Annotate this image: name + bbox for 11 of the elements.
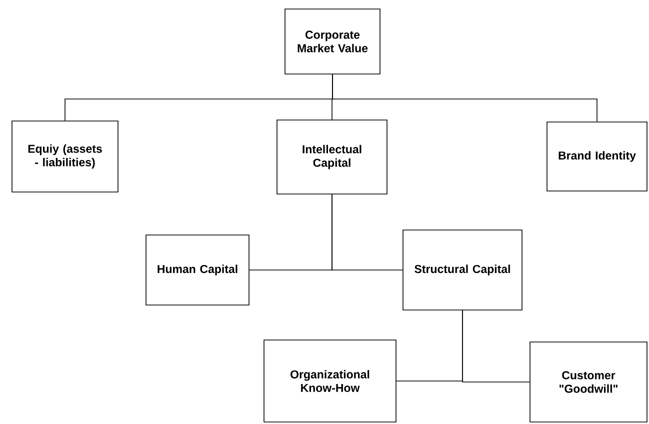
- text-box: Corporate Market Value: [284, 8, 380, 74]
- text-box: Human Capital: [146, 234, 250, 306]
- text-box: Equiy (assets - liabilities): [12, 120, 118, 192]
- text-box: Structural Capital: [402, 230, 522, 310]
- connector-line: [462, 310, 530, 382]
- text-box: Intellectual Capital: [276, 120, 388, 194]
- connector-line: [332, 74, 598, 122]
- text-box: Customer "Goodwill": [530, 342, 648, 422]
- text-box: Organizational Know-How: [264, 340, 396, 422]
- connector-line: [332, 194, 403, 270]
- text-box: Brand Identity: [546, 122, 648, 192]
